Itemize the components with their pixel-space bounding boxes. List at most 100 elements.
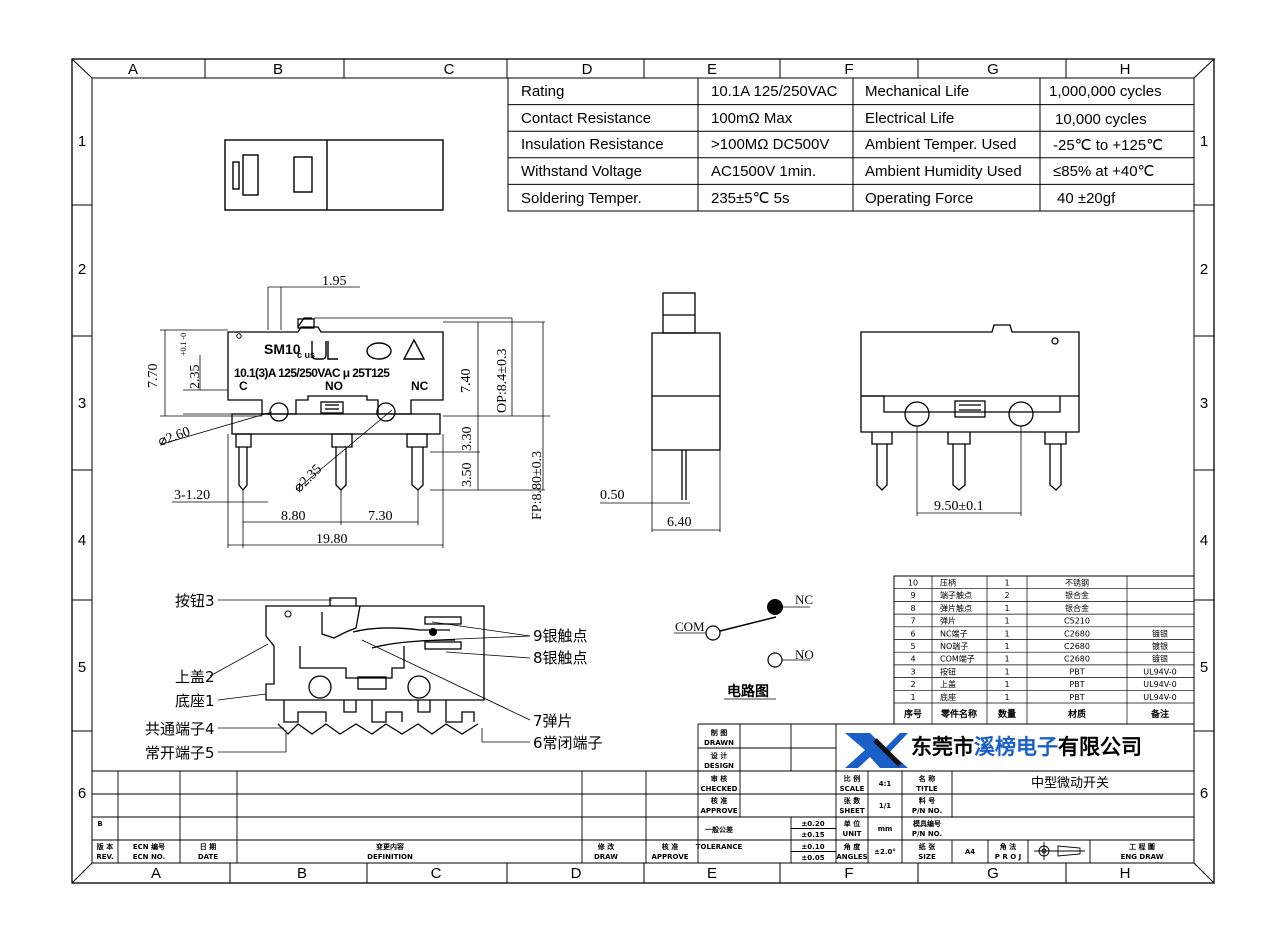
bom-cell: 镀银: [1152, 654, 1168, 664]
circuit-com-label: COM: [675, 619, 705, 634]
row-label: 4: [78, 532, 86, 549]
col-label: A: [151, 865, 161, 882]
tb-label: 变更内容: [376, 842, 404, 851]
spec-label: Electrical Life: [865, 110, 954, 127]
company-name-b: 溪榜电子: [974, 735, 1058, 759]
tb-label: CHECKED: [701, 785, 738, 793]
bom-cell: 2: [910, 680, 915, 689]
tb-label: 核 准: [662, 842, 678, 851]
tb-value: 4:1: [879, 780, 892, 788]
tb-label: APPROVE: [651, 853, 688, 861]
tb-label: DRAWN: [704, 739, 734, 747]
part-label: 共通端子4: [145, 720, 215, 738]
dim-label: 6.40: [667, 515, 692, 530]
tb-label: P/N NO.: [912, 807, 942, 815]
section-leaders: [209, 599, 531, 753]
terminal-no-label: NO: [325, 379, 343, 393]
col-label: E: [707, 865, 717, 882]
bom-header: 材质: [1067, 708, 1086, 720]
tb-label: 审 核: [711, 774, 727, 783]
bom-cell: 6: [910, 629, 915, 638]
spec-value: 10,000 cycles: [1055, 111, 1147, 128]
col-label: G: [987, 865, 999, 882]
tb-label: ECN 编号: [133, 842, 165, 851]
dim-label: 7.70: [146, 364, 161, 389]
bom-cell: 1: [1004, 604, 1009, 613]
bom-cell: NC端子: [940, 628, 968, 638]
bom-cell: 4: [910, 655, 915, 664]
dim-label: 3.50: [460, 463, 475, 488]
tb-label: SHEET: [839, 807, 864, 815]
circuit-no-label: NO: [795, 647, 814, 662]
tb-label: 修 改: [597, 842, 615, 851]
bom-cell: 1: [1004, 680, 1009, 689]
bom-cell: COM端子: [940, 654, 975, 664]
spec-value: >100MΩ DC500V: [711, 136, 829, 153]
bom-cell: PBT: [1069, 667, 1084, 676]
row-ticks: [72, 204, 1214, 732]
bom-cell: 10: [908, 579, 918, 588]
brand-text: SM10: [264, 341, 301, 357]
spec-label: Ambient Temper. Used: [865, 136, 1016, 153]
bom-cell: 9: [910, 591, 915, 600]
bom-cell: 弹片触点: [940, 603, 972, 613]
front-view: [227, 317, 444, 492]
dim-tolerance: +0.1 -0: [179, 333, 188, 356]
spec-value: 40 ±20gf: [1057, 190, 1116, 207]
projection-symbol: [1034, 842, 1085, 860]
bom-cell: 弹片: [940, 616, 956, 626]
row-labels-right: 1 2 3 4 5 6: [1200, 133, 1208, 802]
bom-cell: 上盖: [940, 679, 956, 689]
tb-label: 一般公差: [705, 825, 733, 834]
bom-cell: 1: [1004, 579, 1009, 588]
col-label: H: [1120, 61, 1131, 78]
top-view: [224, 139, 444, 211]
row-label: 1: [78, 133, 86, 150]
col-label: D: [582, 61, 593, 78]
tb-label: 日 期: [200, 842, 216, 851]
tb-label: 纸 张: [919, 842, 936, 851]
dim-label: 0.50: [600, 488, 625, 503]
terminal-nc-label: NC: [411, 379, 429, 393]
spec-label: Rating: [521, 83, 564, 100]
side-view: [651, 292, 721, 500]
col-label: D: [571, 865, 582, 882]
tol-value: ±0.05: [801, 854, 824, 862]
tb-label: 模具编号: [913, 819, 941, 828]
col-label: C: [431, 865, 442, 882]
bom-cell: UL94V-0: [1143, 680, 1176, 689]
part-label: 常开端子5: [145, 744, 215, 762]
tb-label: APPROVE: [700, 807, 737, 815]
dim-label: ⌀2.60: [156, 424, 192, 449]
tb-value: 1/1: [879, 802, 891, 810]
title-block-lines: [92, 723, 1194, 863]
tb-value: mm: [878, 825, 893, 833]
bom-header: 零件名称: [940, 708, 977, 720]
dim-label: 8.80: [281, 509, 306, 524]
col-label: H: [1120, 865, 1131, 882]
bom-cell: 1: [910, 693, 915, 702]
col-label: E: [707, 61, 717, 78]
spec-label: Mechanical Life: [865, 83, 969, 100]
column-labels-top: A B C D E F G H: [128, 61, 1130, 78]
bom-cell: 1: [1004, 693, 1009, 702]
bom-cell: PBT: [1069, 680, 1084, 689]
spec-label: Soldering Temper.: [521, 190, 642, 207]
tb-label: P R O J: [995, 853, 1021, 861]
tb-label: 比 例: [844, 774, 860, 783]
dim-label: 2.35: [188, 365, 203, 390]
spec-label: Operating Force: [865, 190, 973, 207]
bom-header: 数量: [998, 708, 1016, 720]
spec-label: Ambient Humidity Used: [865, 163, 1022, 180]
tb-value: A4: [965, 848, 975, 856]
tb-label: 核 准: [711, 796, 727, 805]
part-label: 按钮3: [175, 592, 215, 610]
part-label: 7弹片: [533, 712, 573, 730]
side-dims: 0.50 6.40: [600, 488, 692, 530]
rear-dim-lines: [916, 426, 1022, 516]
row-label: 5: [78, 659, 86, 676]
dim-label: 3.30: [460, 427, 475, 452]
terminal-c-label: C: [239, 379, 248, 393]
section-labels: 按钮3 上盖2 底座1 共通端子4 常开端子5 9银触点 8银触点 7弹片 6常…: [145, 592, 603, 762]
